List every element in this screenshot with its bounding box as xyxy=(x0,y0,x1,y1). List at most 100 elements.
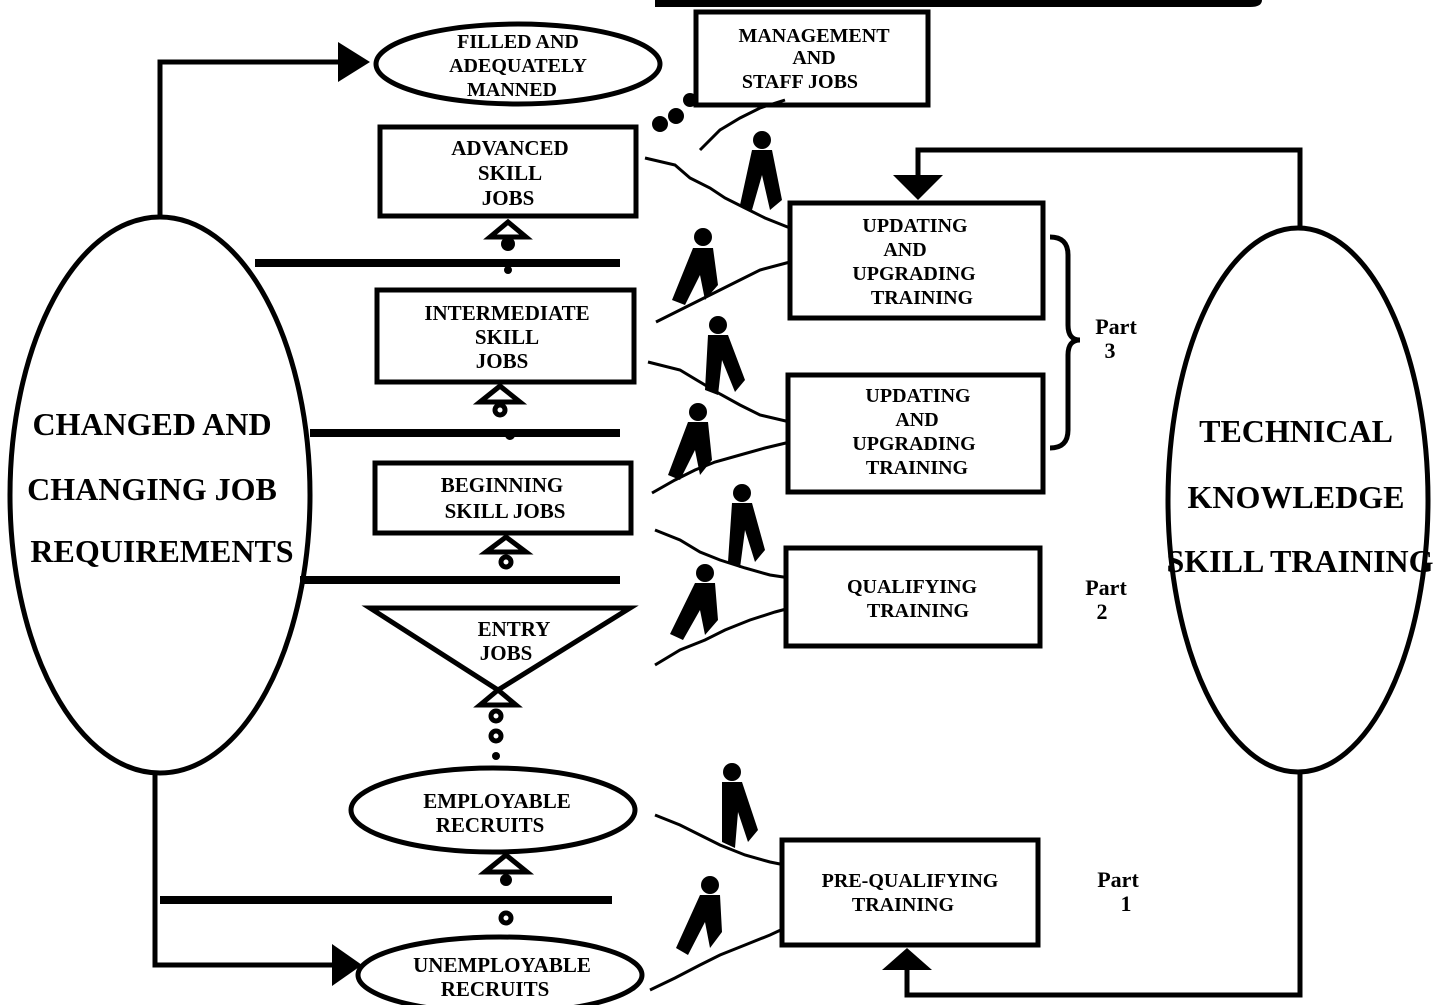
figure-icon xyxy=(728,484,765,568)
connector-to-unemployable xyxy=(152,772,335,968)
advanced-line-1: ADVANCED xyxy=(451,136,568,160)
upd-upper-line-1: UPDATING xyxy=(862,215,968,237)
upd-upper-line-4: TRAINING xyxy=(871,287,974,309)
upd-lower-line-4: TRAINING xyxy=(866,457,969,479)
unemployable-recruits-oval xyxy=(355,934,645,1005)
node-entry-2 xyxy=(488,728,504,744)
stair-employable xyxy=(654,813,791,868)
dot-2 xyxy=(668,108,684,124)
stair-upd-upper xyxy=(655,260,791,324)
management-line-2: AND xyxy=(792,47,835,69)
beginning-skill-jobs-box xyxy=(372,460,634,536)
unemployable-line-2: RECRUITS xyxy=(441,977,550,1001)
up-arrow-advanced xyxy=(483,218,533,240)
node-intermediate xyxy=(492,402,508,418)
top-border-line xyxy=(655,0,1262,7)
stair-intermediate xyxy=(647,360,791,424)
entry-line-1: ENTRY xyxy=(478,617,551,641)
part2-label: Part xyxy=(1085,575,1127,600)
entry-line-2: JOBS xyxy=(480,641,533,665)
arrow-to-updating xyxy=(893,175,943,200)
stair-mgmt xyxy=(698,98,786,152)
filled-adequately-manned-oval xyxy=(373,21,663,107)
employable-line-1: EMPLOYABLE xyxy=(423,789,570,813)
upd-lower-line-3: UPGRADING xyxy=(852,433,976,455)
right-oval-line-2: KNOWLEDGE xyxy=(1188,479,1405,515)
node-advanced xyxy=(501,237,515,251)
part3-label: Part xyxy=(1095,314,1137,339)
up-arrow-employable xyxy=(477,851,535,875)
node-beginning xyxy=(498,554,514,570)
left-oval-line-2: CHANGING JOB xyxy=(27,471,277,507)
node-entry-3 xyxy=(492,752,500,760)
left-oval-line-3: REQUIREMENTS xyxy=(30,533,293,569)
stair-upd-lower xyxy=(651,440,791,495)
filled-line-3: MANNED xyxy=(467,79,557,101)
node-entry-1 xyxy=(488,708,504,724)
arrow-to-unemployable xyxy=(332,944,362,986)
prequalifying-training-box xyxy=(779,837,1041,948)
connector-to-filled xyxy=(157,59,340,218)
qualifying-line-2: TRAINING xyxy=(867,600,970,622)
intermediate-line-2: SKILL xyxy=(475,325,539,349)
part1-number: 1 xyxy=(1121,891,1132,916)
figure-icon xyxy=(670,564,718,640)
connector-to-prequalifying xyxy=(904,772,1303,998)
right-oval-line-1: TECHNICAL xyxy=(1199,413,1393,449)
management-line-3: STAFF JOBS xyxy=(742,71,858,93)
part2-number: 2 xyxy=(1097,599,1108,624)
unemployable-line-1: UNEMPLOYABLE xyxy=(413,953,591,977)
stair-beginning xyxy=(654,528,791,580)
intermediate-skill-jobs-box xyxy=(374,287,637,385)
qualifying-training-box xyxy=(783,545,1043,649)
prequal-line-2: TRAINING xyxy=(852,894,955,916)
left-oval-line-1: CHANGED AND xyxy=(32,406,271,442)
employable-line-2: RECRUITS xyxy=(436,813,545,837)
part3-bracket xyxy=(1049,234,1081,451)
prequal-line-1: PRE-QUALIFYING xyxy=(822,870,999,892)
figure-icon xyxy=(668,403,712,480)
intermediate-line-1: INTERMEDIATE xyxy=(424,301,589,325)
advanced-line-3: JOBS xyxy=(482,186,535,210)
beginning-line-2: SKILL JOBS xyxy=(445,499,566,523)
figure-icon xyxy=(722,763,758,848)
management-staff-jobs-box xyxy=(693,9,931,108)
node-line-2 xyxy=(505,430,515,440)
dot-3 xyxy=(683,93,697,107)
up-arrow-intermediate xyxy=(472,382,528,405)
employable-recruits-oval xyxy=(348,765,638,855)
stair-prequal xyxy=(649,926,786,992)
advanced-skill-jobs-box xyxy=(377,124,639,219)
right-oval-line-3: SKILL TRAINING xyxy=(1166,543,1433,579)
part1-label: Part xyxy=(1097,867,1139,892)
node-unemployable xyxy=(498,910,514,926)
updating-training-box-upper xyxy=(787,200,1046,321)
up-arrow-entry xyxy=(473,686,523,708)
upd-upper-line-2: AND xyxy=(883,239,926,261)
filled-line-1: FILLED AND xyxy=(457,31,579,53)
stairs-group xyxy=(644,98,791,992)
figure-icon xyxy=(676,876,722,955)
dot-1 xyxy=(652,116,668,132)
part3-number: 3 xyxy=(1105,338,1116,363)
upd-upper-line-3: UPGRADING xyxy=(852,263,976,285)
updating-training-box-lower xyxy=(785,372,1046,495)
up-arrow-beginning xyxy=(478,533,534,555)
entry-jobs-triangle xyxy=(361,605,639,693)
node-employable xyxy=(500,874,512,886)
upd-lower-line-2: AND xyxy=(895,409,938,431)
figure-icon xyxy=(672,228,718,305)
filled-line-2: ADEQUATELY xyxy=(449,55,587,77)
figure-icon xyxy=(740,131,782,210)
stair-qualifying xyxy=(654,606,791,667)
upd-lower-line-1: UPDATING xyxy=(865,385,971,407)
intermediate-line-3: JOBS xyxy=(476,349,529,373)
management-line-1: MANAGEMENT xyxy=(738,25,890,47)
climbing-figures xyxy=(668,131,782,955)
connector-to-updating xyxy=(915,147,1303,228)
figure-icon xyxy=(705,316,745,395)
node-line-1 xyxy=(504,266,512,274)
arrow-to-prequalifying xyxy=(882,948,932,970)
advanced-line-2: SKILL xyxy=(478,161,542,185)
